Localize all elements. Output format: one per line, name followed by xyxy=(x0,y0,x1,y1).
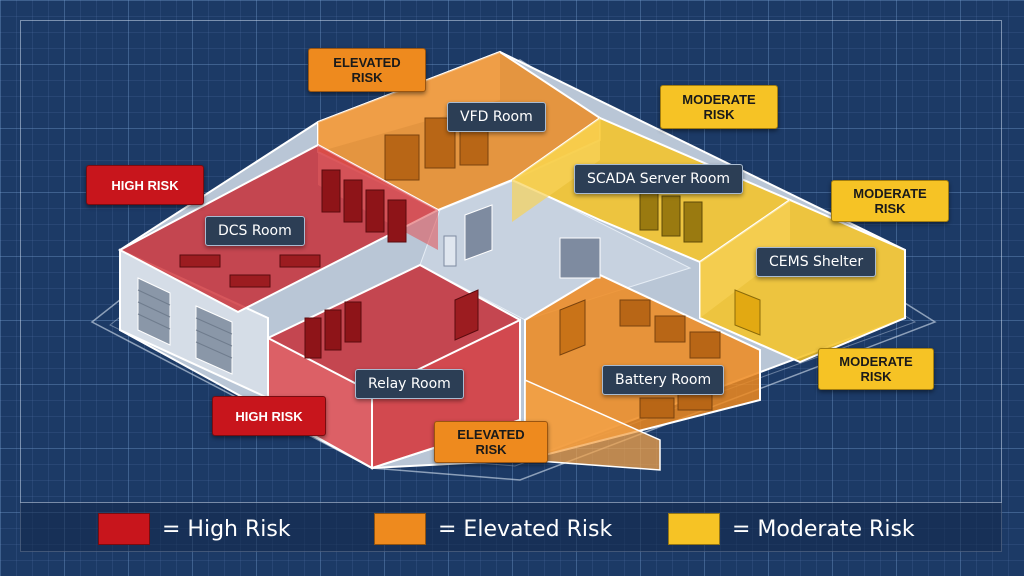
risk-legend: = High Risk = Elevated Risk = Moderate R… xyxy=(20,502,1002,552)
scada-server-racks xyxy=(639,189,703,243)
cems-shelter-label: CEMS Shelter xyxy=(756,247,877,277)
badge-line: MODERATE xyxy=(682,92,756,107)
garage-door-left xyxy=(137,277,171,346)
legend-text-high: = High Risk xyxy=(162,516,291,542)
battery-racks xyxy=(619,299,721,419)
legend-item-high: = High Risk xyxy=(98,513,291,545)
badge-line: RISK xyxy=(703,107,735,122)
badge-line: RISK xyxy=(874,201,906,216)
legend-text-moderate: = Moderate Risk xyxy=(732,516,915,542)
corridor-shelving xyxy=(559,237,601,279)
vfd-room-label: VFD Room xyxy=(447,102,546,132)
dcs-consoles xyxy=(179,254,321,288)
vfd-back-wall xyxy=(318,52,500,152)
legend-swatch-elevated xyxy=(374,513,426,545)
badge-line: MODERATE xyxy=(839,354,913,369)
scada-server-room-label: SCADA Server Room xyxy=(574,164,744,194)
badge-line: HIGH RISK xyxy=(235,408,303,424)
cems-door xyxy=(734,289,761,336)
relay-panels xyxy=(304,301,362,359)
badge-line: MODERATE xyxy=(853,186,927,201)
legend-item-elevated: = Elevated Risk xyxy=(374,513,612,545)
water-cooler-icon xyxy=(443,235,457,267)
cems-back-wall xyxy=(700,200,790,318)
corridor-door xyxy=(464,204,493,261)
dcs-room-label: DCS Room xyxy=(205,216,305,246)
relay-door xyxy=(454,289,479,341)
legend-item-moderate: = Moderate Risk xyxy=(668,513,915,545)
badge-line: RISK xyxy=(475,442,507,457)
badge-line: ELEVATED xyxy=(457,427,525,442)
badge-line: RISK xyxy=(860,369,892,384)
badge-line: HIGH RISK xyxy=(111,177,179,193)
badge-line: RISK xyxy=(351,70,383,85)
badge-line: ELEVATED xyxy=(333,55,401,70)
garage-door-right xyxy=(195,305,233,375)
scada-back-wall xyxy=(512,118,600,222)
battery-room-label: Battery Room xyxy=(602,365,725,395)
legend-text-elevated: = Elevated Risk xyxy=(438,516,613,542)
dcs-cabinets xyxy=(321,169,407,243)
legend-swatch-high xyxy=(98,513,150,545)
legend-swatch-moderate xyxy=(668,513,720,545)
relay-room-label: Relay Room xyxy=(355,369,464,399)
dcs-risk-badge: HIGH RISK xyxy=(86,165,204,205)
battery-door xyxy=(559,299,586,356)
relay-risk-badge: HIGH RISK xyxy=(212,396,326,436)
